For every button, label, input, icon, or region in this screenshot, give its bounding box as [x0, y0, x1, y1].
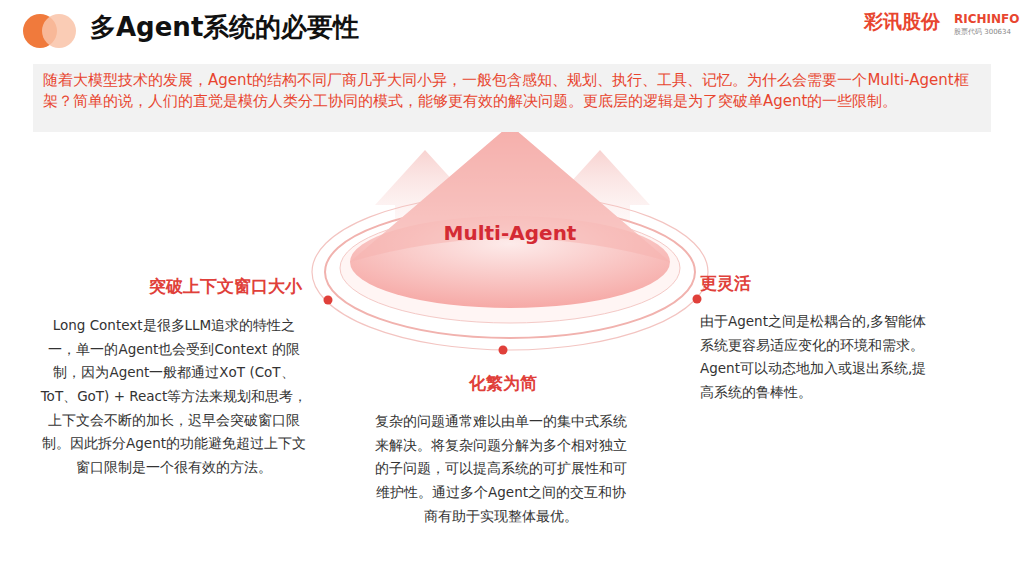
intro-box: 随着大模型技术的发展，Agent的结构不同厂商几乎大同小异，一般包含感知、规划、…	[33, 64, 991, 132]
slide-title: 多Agent系统的必要性	[90, 11, 359, 45]
peak-shade	[350, 125, 670, 262]
logo-text: RICHINFO	[954, 12, 1020, 26]
ring	[325, 206, 695, 338]
intro-text: 随着大模型技术的发展，Agent的结构不同厂商几乎大同小异，一般包含感知、规划、…	[43, 70, 981, 112]
section-body: Long Context是很多LLM追求的特性之一，单一的Agent也会受到Co…	[40, 314, 308, 479]
heading-underline	[452, 399, 552, 401]
section-heading: 化繁为简	[440, 373, 566, 393]
heading-underline	[118, 304, 300, 306]
dot	[324, 296, 333, 305]
heading-underline	[700, 301, 812, 303]
section-body: 由于Agent之间是松耦合的,多智能体系统更容易适应变化的环境和需求。Agent…	[700, 310, 938, 405]
center-label: Multi-Agent	[404, 219, 616, 247]
section-heading: 更灵活	[700, 273, 820, 293]
center-dome: Multi-Agent	[400, 215, 620, 255]
section-heading: 突破上下文窗口大小	[110, 276, 302, 296]
logo-text: 彩讯股份	[864, 10, 954, 33]
dot	[499, 346, 508, 355]
logo-circle	[42, 14, 76, 48]
section-body: 复杂的问题通常难以由单一的集中式系统来解决。将复杂问题分解为多个相对独立的子问题…	[372, 410, 630, 528]
stock-code: 股票代码 300634	[954, 28, 1020, 36]
peak	[350, 125, 670, 262]
